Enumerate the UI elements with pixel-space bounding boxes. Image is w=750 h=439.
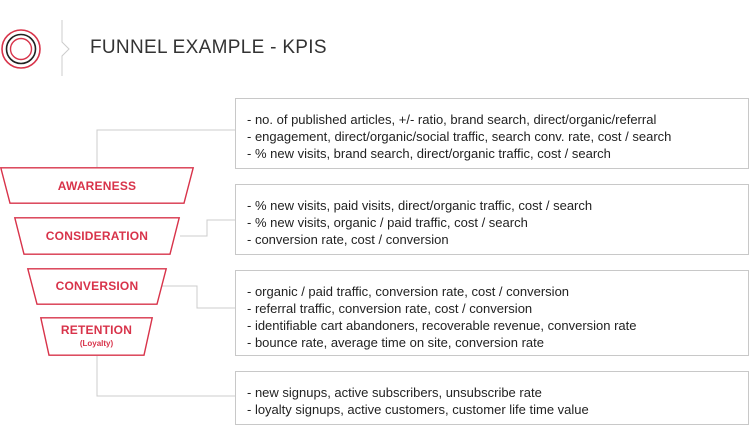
page-title: FUNNEL EXAMPLE - KPIS	[90, 37, 327, 58]
kpi-line: - referral traffic, conversion rate, cos…	[247, 301, 533, 316]
funnel-trapezoid-awareness	[0, 167, 195, 204]
kpi-box-awareness: - no. of published articles, +/- ratio, …	[235, 98, 749, 169]
kpi-line: - bounce rate, average time on site, con…	[247, 335, 544, 350]
stage-sublabel-retention: (Loyalty)	[79, 339, 114, 348]
funnel-stage-awareness: AWARENESS	[0, 167, 195, 204]
funnel-trapezoid-retention	[39, 317, 154, 356]
kpi-line: - identifiable cart abandoners, recovera…	[247, 318, 637, 333]
funnel-stage-conversion: CONVERSION	[26, 268, 168, 305]
kpi-line: - conversion rate, cost / conversion	[247, 232, 449, 247]
kpi-line: - % new visits, paid visits, direct/orga…	[247, 198, 593, 213]
stage-label-consideration: CONSIDERATION	[45, 229, 149, 243]
kpi-line: - % new visits, organic / paid traffic, …	[247, 215, 528, 230]
kpi-line: - loyalty signups, active customers, cus…	[247, 402, 589, 417]
kpi-line: - new signups, active subscribers, unsub…	[247, 385, 542, 400]
stage-label-retention: RETENTION	[60, 323, 133, 337]
connector-consideration	[180, 219, 235, 237]
kpi-line: - engagement, direct/organic/social traf…	[247, 129, 672, 144]
kpi-line: - % new visits, brand search, direct/org…	[247, 146, 611, 161]
connector-conversion	[162, 285, 235, 309]
kpi-box-consideration: - % new visits, paid visits, direct/orga…	[235, 184, 749, 255]
stage-label-conversion: CONVERSION	[55, 279, 139, 293]
header-chevron-divider	[61, 20, 70, 76]
funnel-trapezoid-conversion	[26, 268, 168, 305]
kpi-box-conversion: - organic / paid traffic, conversion rat…	[235, 270, 749, 356]
kpi-box-retention: - new signups, active subscribers, unsub…	[235, 371, 749, 425]
funnel-trapezoid-consideration	[13, 217, 181, 255]
logo-rings-icon	[1, 29, 41, 69]
connector-awareness	[96, 129, 235, 167]
kpi-line: - organic / paid traffic, conversion rat…	[247, 284, 570, 299]
funnel-stage-consideration: CONSIDERATION	[13, 217, 181, 255]
funnel-stage-retention: RETENTION (Loyalty)	[39, 317, 154, 356]
header: FUNNEL EXAMPLE - KPIS	[0, 0, 750, 80]
stage-label-awareness: AWARENESS	[57, 179, 137, 193]
connector-retention	[96, 356, 235, 397]
kpi-line: - no. of published articles, +/- ratio, …	[247, 112, 657, 127]
